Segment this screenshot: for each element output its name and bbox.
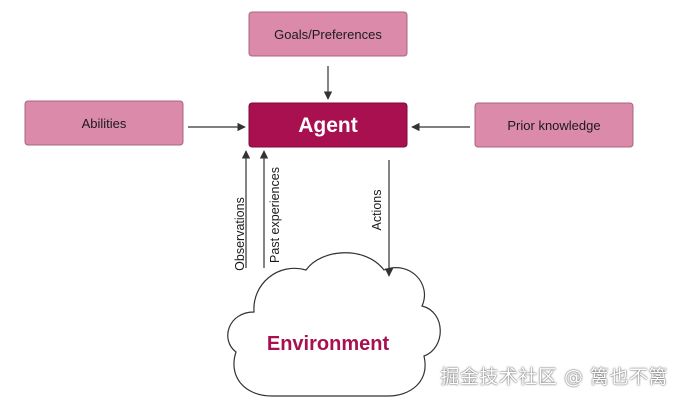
prior-knowledge-box (474, 102, 634, 148)
abilities-label: Abilities (82, 116, 127, 131)
goals-preferences-node: Goals/Preferences (248, 11, 408, 57)
agent-node: Agent (248, 102, 408, 148)
prior-knowledge-label: Prior knowledge (507, 118, 600, 133)
agent-box (248, 102, 408, 148)
prior-knowledge-node: Prior knowledge (474, 102, 634, 148)
observations-label: Observations (233, 197, 247, 271)
environment-label: Environment (267, 333, 390, 355)
abilities-box (24, 100, 184, 146)
goals-preferences-box (248, 11, 408, 57)
past-experiences-label: Past experiences (268, 167, 282, 263)
goals-preferences-label: Goals/Preferences (274, 27, 382, 42)
abilities-node: Abilities (24, 100, 184, 146)
agent-label: Agent (298, 114, 358, 137)
watermark: 掘金技术社区 @ 篱也不篱 (440, 366, 668, 388)
environment-node: Environment (227, 252, 441, 397)
environment-cloud (227, 252, 441, 397)
actions-label: Actions (370, 190, 384, 231)
